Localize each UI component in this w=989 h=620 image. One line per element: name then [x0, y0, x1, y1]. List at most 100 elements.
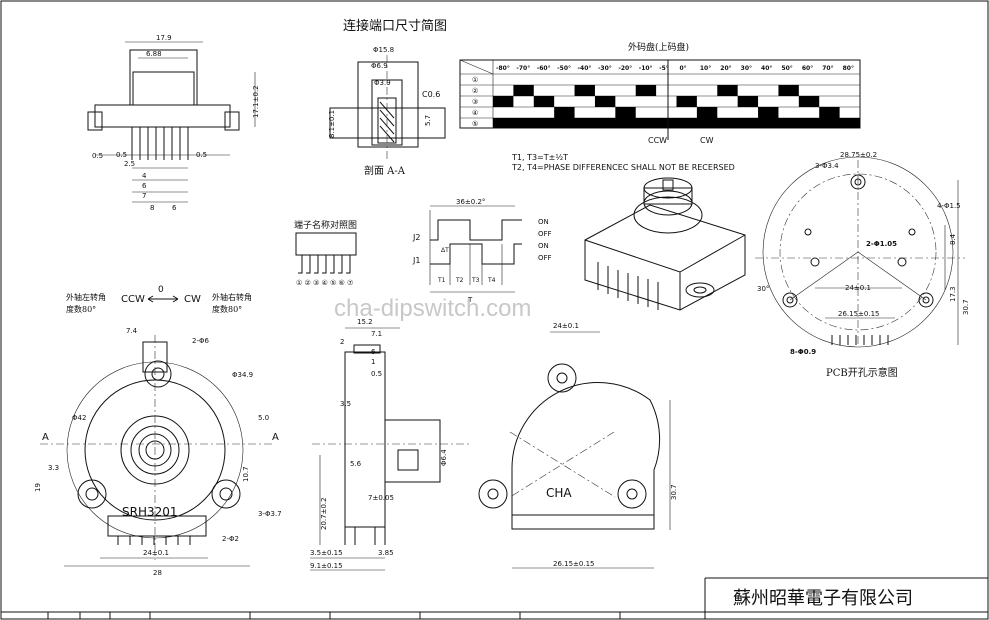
- pcb-hole-diagram: 28.75±0.2 3-Φ3.4 4-Φ1.5 2-Φ1.05 24±0.1 2…: [755, 151, 970, 379]
- dim-0-5-b: 0.5: [116, 151, 127, 159]
- timing-t2: T2: [455, 277, 464, 284]
- encoder-angle-label: 80°: [843, 65, 854, 72]
- note-2: T2, T4=PHASE DIFFERENCEC SHALL NOT BE RE…: [511, 163, 735, 172]
- encoder-row-label: ②: [472, 87, 478, 95]
- front-dim-3-d3-7: 3-Φ3.7: [258, 510, 282, 518]
- encoder-code-block: [513, 85, 534, 96]
- rotation-left-line1: 外轴左转角: [66, 292, 106, 302]
- timing-t: T: [467, 296, 473, 304]
- side-dim-3-5: 3.5: [340, 400, 351, 408]
- encoder-code-block: [493, 118, 860, 128]
- encoder-angle-label: -30°: [598, 65, 612, 72]
- dim-0-5-a: 0.5: [92, 152, 103, 160]
- pcb-dim-4-d1-5: 4-Φ1.5: [937, 202, 961, 210]
- side-dim-1: 1: [371, 358, 375, 366]
- side-dim-0-5: 0.5: [371, 370, 382, 378]
- part-number-back: CHA: [546, 486, 572, 500]
- timing-j1: J1: [412, 256, 420, 265]
- rotation-left-line2: 度数80°: [66, 304, 96, 314]
- title-block: 蘇州昭華電子有限公司: [1, 577, 988, 619]
- encoder-angle-label: -10°: [639, 65, 653, 72]
- timing-off-2: OFF: [538, 254, 552, 262]
- encoder-ccw-label: CCW: [648, 136, 667, 145]
- side-dim-7: 7±0.05: [368, 494, 394, 502]
- encoder-row-label: ③: [472, 98, 478, 106]
- pcb-dim-26-15: 26.15±0.15: [838, 310, 880, 318]
- pcb-dim-17-3: 17.3: [949, 286, 957, 302]
- encoder-row-label: ④: [472, 109, 478, 117]
- part-number-front: SRH3201: [122, 505, 178, 519]
- timing-t3: T3: [471, 277, 480, 284]
- dim-d3-9: Φ3.9: [374, 79, 391, 87]
- encoder-code-block: [737, 96, 759, 107]
- side-dim-9-1: 9.1±0.15: [310, 562, 343, 570]
- encoder-code-block: [819, 107, 840, 118]
- side-dim-3-85: 3.85: [378, 549, 394, 557]
- dim-17-9: 17.9: [156, 34, 172, 42]
- watermark: cha-dipswitch.com: [334, 295, 531, 322]
- dim-17-1: 17.1±0.2: [252, 85, 260, 118]
- timing-on-1: ON: [538, 218, 549, 226]
- encoder-cw-label: CW: [700, 136, 714, 145]
- pcb-dim-28-75: 28.75±0.2: [840, 151, 877, 159]
- side-dim-6: 6: [371, 348, 376, 356]
- dim-2-5: 2.5: [124, 160, 135, 168]
- side-dim-5-6: 5.6: [350, 460, 362, 468]
- front-dim-10-7: 10.7: [242, 466, 250, 482]
- dim-6b: 6: [172, 204, 177, 212]
- timing-diagram: 36±0.2° J2 J1 ON OFF ON OFF T1 T2 T3 T4 …: [412, 198, 552, 304]
- front-dim-d42: Φ42: [72, 414, 86, 422]
- dim-5-7: 5.7: [424, 115, 432, 126]
- side-view: 15.2 7.1 2 6 1 0.5 3.5 5.6 20.7±0.2 7±0.…: [310, 318, 470, 571]
- dim-6: 6: [142, 182, 147, 190]
- front-dim-19: 19: [34, 483, 42, 492]
- front-dim-3-3: 3.3: [48, 464, 59, 472]
- terminal-name-chart: 端子名称对照图 ① ② ③ ④ ⑤ ⑥ ⑦: [294, 219, 357, 287]
- timing-j2: J2: [412, 233, 420, 242]
- front-dim-28: 28: [153, 569, 162, 577]
- rotation-right-line2: 度数80°: [212, 304, 242, 314]
- encoder-angle-label: -50°: [557, 65, 571, 72]
- encoder-angle-label: 0°: [680, 65, 687, 72]
- section-a-right: A: [272, 432, 279, 443]
- pcb-dim-3-d3-4: 3-Φ3.4: [815, 162, 839, 170]
- back-dim-24: 24±0.1: [553, 322, 579, 330]
- pcb-label: PCB开孔示意图: [826, 366, 898, 379]
- encoder-angle-label: -5°: [659, 65, 669, 72]
- rotation-zero: 0: [158, 285, 164, 295]
- pcb-dim-8-4: 8.4: [949, 233, 957, 245]
- dim-7: 7: [142, 192, 146, 200]
- encoder-code-block: [615, 107, 636, 118]
- section-label: 剖面 A-A: [364, 164, 406, 177]
- encoder-code-block: [778, 85, 799, 96]
- pcb-dim-2-d1-05: 2-Φ1.05: [866, 240, 897, 248]
- top-left-view: 17.9 6.88 17.1±0.2 0.5 0.5 0.5 2.5 4 6 7…: [87, 34, 260, 212]
- rotation-labels: 外轴左转角 度数80° CCW 0 CW 外轴右转角 度数80°: [66, 285, 252, 314]
- section-a-a-view: Φ15.8 Φ6.9 Φ3.9 C0.6 8.1±0.1 5.7 剖面 A-A: [328, 46, 446, 177]
- encoder-table: 外码盘(上码盘) -80°-70°-60°-50°-40°-30°-20°-10…: [459, 41, 861, 145]
- pcb-dim-8-d0-9: 8-Φ0.9: [790, 348, 816, 356]
- pcb-dim-30-7: 30.7: [962, 299, 970, 315]
- encoder-angle-label: 50°: [781, 65, 792, 72]
- front-view: A A 7.4 2-Φ6 Φ34.9 Φ42 5.0 3.3 19 10.7 3…: [34, 327, 282, 577]
- encoder-angle-label: 30°: [741, 65, 752, 72]
- timing-on-2: ON: [538, 242, 549, 250]
- timing-t1: T1: [437, 277, 446, 284]
- terminal-chart-label: 端子名称对照图: [294, 219, 357, 231]
- front-dim-2-d6: 2-Φ6: [192, 337, 209, 345]
- encoder-angle-label: 40°: [761, 65, 772, 72]
- timing-top-dim: 36±0.2°: [456, 198, 485, 206]
- front-dim-2-d2: 2-Φ2: [222, 535, 239, 543]
- front-dim-5-0: 5.0: [258, 414, 269, 422]
- dim-4: 4: [142, 172, 147, 180]
- encoder-angle-label: -60°: [537, 65, 551, 72]
- encoder-code-block: [758, 107, 779, 118]
- timing-t4: T4: [487, 277, 496, 284]
- encoder-angle-label: -40°: [578, 65, 592, 72]
- svg-text:① ② ③ ④ ⑤ ⑥ ⑦: ① ② ③ ④ ⑤ ⑥ ⑦: [296, 279, 353, 287]
- note-1: T1, T3=T±½T: [511, 153, 568, 162]
- encoder-code-block: [696, 107, 718, 118]
